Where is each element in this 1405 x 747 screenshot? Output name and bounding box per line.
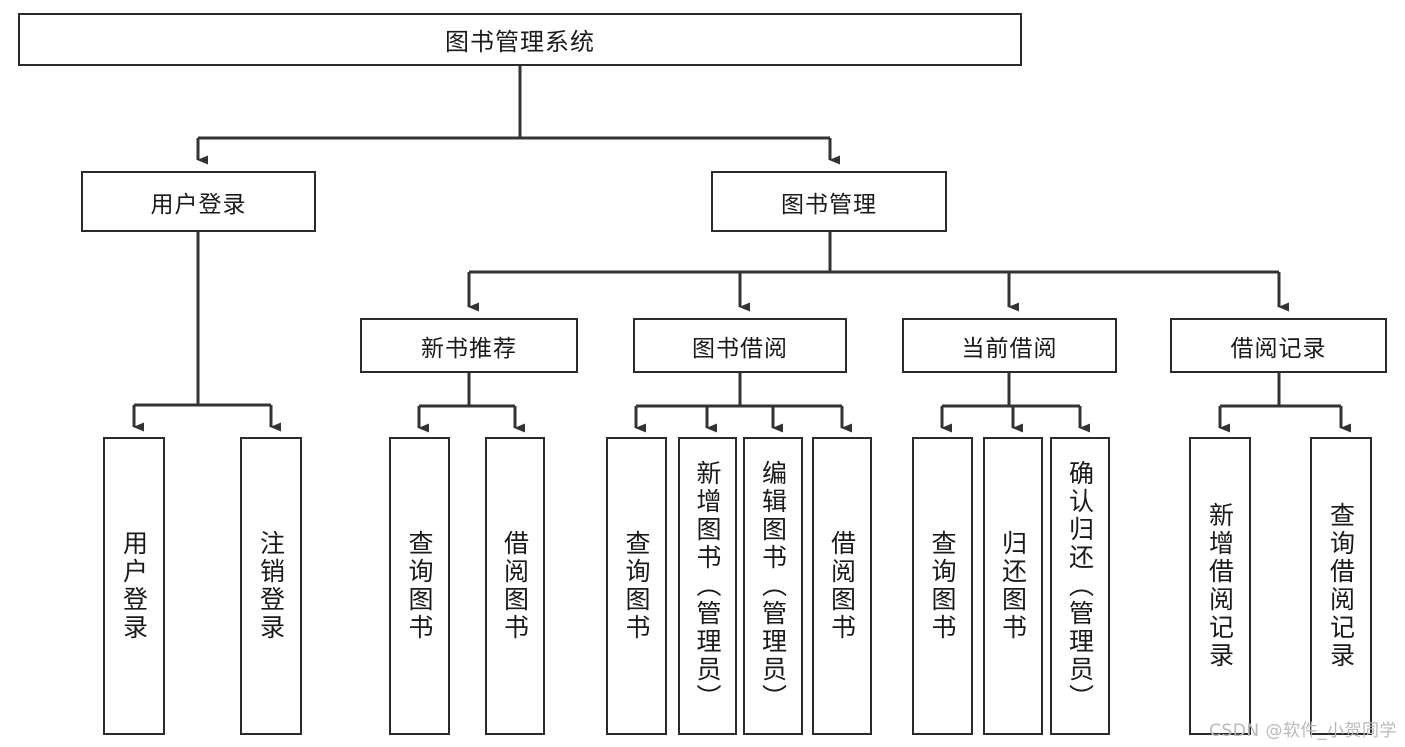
- node-label: 图书借阅: [692, 335, 788, 362]
- leaf-query-book-current[interactable]: 查询图书: [912, 437, 973, 735]
- leaf-borrow-book[interactable]: 借阅图书: [812, 437, 872, 735]
- node-current-borrow[interactable]: 当前借阅: [902, 318, 1117, 373]
- node-label: 编辑图书（管理员）: [758, 460, 788, 712]
- node-label: 注销登录: [256, 530, 286, 642]
- leaf-logout[interactable]: 注销登录: [240, 437, 302, 735]
- node-root-system[interactable]: 图书管理系统: [18, 13, 1022, 66]
- node-book-borrow[interactable]: 图书借阅: [633, 318, 847, 373]
- node-label: 确认归还（管理员）: [1065, 460, 1095, 712]
- node-label: 借阅记录: [1230, 335, 1327, 362]
- node-label: 用户登录: [119, 530, 149, 642]
- node-label: 查询借阅记录: [1326, 502, 1356, 670]
- leaf-user-login[interactable]: 用户登录: [103, 437, 165, 735]
- node-label: 图书管理: [781, 191, 877, 218]
- node-label: 新增借阅记录: [1205, 502, 1235, 670]
- node-book-management[interactable]: 图书管理: [711, 171, 947, 232]
- node-label: 图书管理系统: [445, 28, 595, 56]
- node-label: 借阅图书: [827, 530, 857, 642]
- leaf-add-book-admin[interactable]: 新增图书（管理员）: [678, 437, 737, 735]
- leaf-query-book-newbook[interactable]: 查询图书: [389, 437, 450, 735]
- node-label: 借阅图书: [500, 530, 530, 642]
- node-label: 查询图书: [928, 530, 957, 642]
- node-label: 查询图书: [622, 530, 651, 642]
- node-borrow-record[interactable]: 借阅记录: [1170, 318, 1387, 373]
- node-new-book-recommend[interactable]: 新书推荐: [360, 318, 578, 373]
- watermark: CSDN @软件_小贺同学: [1209, 721, 1397, 741]
- leaf-borrow-book-newbook[interactable]: 借阅图书: [485, 437, 545, 735]
- node-user-login[interactable]: 用户登录: [81, 171, 316, 232]
- leaf-edit-book-admin[interactable]: 编辑图书（管理员）: [743, 437, 803, 735]
- leaf-query-borrow-record[interactable]: 查询借阅记录: [1310, 437, 1372, 735]
- node-label: 查询图书: [405, 530, 434, 642]
- node-label: 当前借阅: [961, 335, 1058, 362]
- node-label: 新增图书（管理员）: [693, 460, 722, 712]
- leaf-return-book[interactable]: 归还图书: [983, 437, 1043, 735]
- leaf-query-book-borrow[interactable]: 查询图书: [606, 437, 667, 735]
- node-label: 归还图书: [998, 530, 1028, 642]
- leaf-confirm-return-admin[interactable]: 确认归还（管理员）: [1050, 437, 1110, 735]
- leaf-add-borrow-record[interactable]: 新增借阅记录: [1189, 437, 1251, 735]
- node-label: 用户登录: [150, 191, 247, 218]
- node-label: 新书推荐: [421, 335, 517, 362]
